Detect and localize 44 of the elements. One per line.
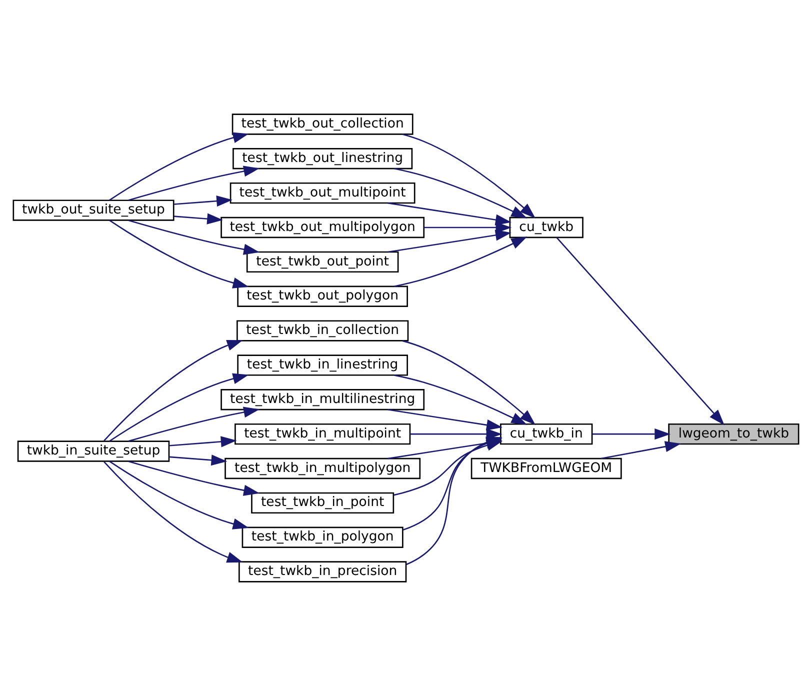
node-box: test_twkb_out_collection [232, 114, 414, 135]
node-box: test_twkb_in_multipoint [234, 423, 411, 445]
node-box: TWKBFromLWGEOM [470, 458, 622, 480]
node-box: test_twkb_out_linestring [232, 148, 413, 170]
arrow [128, 220, 260, 255]
arrow [128, 460, 260, 496]
arrow [128, 166, 260, 201]
node-box: twkb_in_suite_setup [17, 440, 170, 462]
node-box: lwgeom_to_twkb [668, 423, 800, 445]
node-box: test_twkb_in_multilinestring [220, 389, 425, 410]
arrow [600, 441, 682, 460]
arrow [388, 230, 512, 253]
arrow [104, 340, 243, 442]
arrow [170, 436, 237, 448]
arrow [402, 134, 536, 218]
node-box: test_twkb_out_multipolygon [220, 216, 425, 238]
arrow [170, 454, 228, 466]
arrow [410, 428, 502, 440]
node-box: test_twkb_in_linestring [237, 354, 408, 376]
arrow [402, 340, 536, 425]
arrow [174, 213, 223, 224]
arrow [108, 220, 249, 288]
node-box: twkb_out_suite_setup [12, 200, 174, 221]
node-box: test_twkb_out_multipoint [230, 182, 416, 204]
arrow [108, 460, 249, 530]
arrow [556, 237, 724, 426]
node-box: test_twkb_out_point [246, 251, 399, 273]
arrow [174, 195, 232, 207]
arrow [592, 428, 671, 440]
node-box: cu_twkb_in [500, 423, 593, 445]
arrow [104, 461, 243, 563]
node-box: test_twkb_in_precision [238, 561, 407, 582]
arrow [394, 236, 528, 288]
arrow [108, 132, 249, 201]
node-box: cu_twkb [509, 216, 584, 238]
node-box: test_twkb_in_multipolygon [224, 458, 421, 480]
node-box: test_twkb_out_polygon [237, 286, 408, 307]
node-box: test_twkb_in_point [251, 492, 394, 514]
node-box: test_twkb_in_polygon [242, 526, 404, 548]
arrow [424, 222, 512, 234]
arrow [394, 374, 528, 425]
arrow [108, 373, 249, 442]
arrow [128, 406, 260, 442]
node-box: test_twkb_in_collection [236, 320, 409, 342]
